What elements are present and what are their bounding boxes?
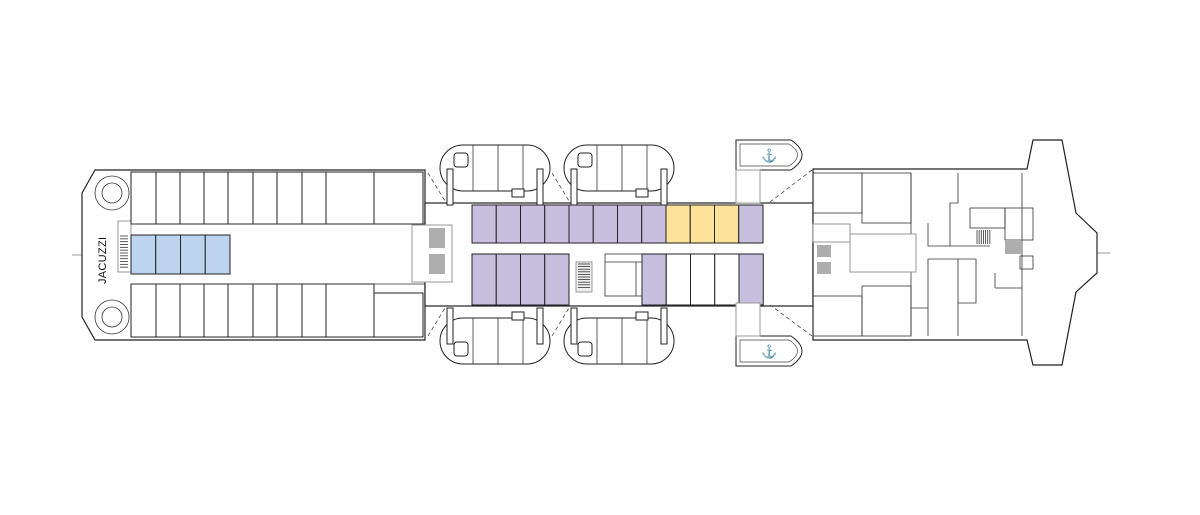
cabin-blue[interactable] [130, 234, 157, 275]
cabin[interactable] [227, 283, 254, 338]
jacuzzi-label: JACUZZI [97, 237, 109, 284]
cabin-yellow[interactable] [665, 204, 691, 244]
anchor-icon: ⚓ [761, 344, 777, 359]
cabin[interactable] [203, 171, 229, 225]
cabin-purple[interactable] [495, 204, 521, 244]
tender-boat: ⚓ [735, 139, 813, 204]
tenders: ⚓⚓ [735, 139, 813, 367]
cabin-purple[interactable] [568, 204, 594, 244]
cabin[interactable] [325, 283, 375, 338]
mid-bottom-right-cabins [641, 253, 764, 306]
cabin[interactable] [203, 283, 229, 338]
cabin-blue[interactable] [155, 234, 181, 275]
cabin-purple[interactable] [641, 253, 667, 306]
cabin[interactable] [301, 283, 327, 338]
stern-top-cabins [130, 171, 424, 225]
anchor-icon: ⚓ [761, 148, 777, 163]
service-room [604, 253, 643, 297]
bow-stairs-steps [817, 230, 1021, 274]
bow-lobby [812, 223, 917, 273]
cabin-purple[interactable] [520, 204, 546, 244]
cabin-purple[interactable] [617, 204, 643, 244]
mid-stairs-steps [429, 228, 445, 274]
cabin[interactable] [373, 171, 424, 225]
cabin-purple[interactable] [544, 204, 570, 244]
cabin-purple[interactable] [495, 253, 521, 306]
stern-center-cabins [130, 234, 231, 275]
lifeboat [427, 307, 551, 365]
stern-stairs-steps [120, 235, 128, 268]
cabin-purple[interactable] [471, 253, 497, 306]
jacuzzi-bottom [94, 299, 130, 335]
mid-stairwell-steps [578, 263, 590, 288]
bow-hull [812, 139, 1098, 366]
cabin-blue[interactable] [180, 234, 206, 275]
cabin-yellow[interactable] [689, 204, 715, 244]
cabin-purple[interactable] [544, 253, 570, 306]
cabin-purple[interactable] [471, 204, 497, 244]
cabin[interactable] [130, 171, 157, 225]
cabin[interactable] [325, 171, 375, 225]
cabin-purple[interactable] [592, 204, 618, 244]
cabin[interactable] [179, 171, 205, 225]
cabin-purple[interactable] [738, 253, 764, 306]
cabin[interactable] [252, 283, 278, 338]
lifeboats [427, 144, 675, 365]
tender-boat: ⚓ [735, 302, 813, 367]
cabin[interactable] [130, 283, 157, 338]
cabin[interactable] [227, 171, 254, 225]
cabin[interactable] [276, 171, 303, 225]
mid-bottom-left-cabins [471, 253, 570, 306]
cabin[interactable] [373, 292, 424, 338]
lifeboat [427, 144, 551, 206]
cabin-yellow[interactable] [714, 204, 740, 244]
lifeboat [551, 144, 675, 206]
cabin-purple[interactable] [641, 204, 667, 244]
cabin-plain[interactable] [665, 253, 691, 306]
bow-rooms [812, 172, 1034, 337]
lifeboat [551, 307, 675, 365]
cabin-plain[interactable] [690, 253, 716, 306]
jacuzzi-top [94, 175, 130, 211]
cabin[interactable] [155, 283, 181, 338]
mid-top-cabins [471, 204, 764, 244]
cabin[interactable] [252, 171, 278, 225]
stern-bottom-cabins [130, 283, 424, 338]
cabin[interactable] [155, 171, 181, 225]
cabin-purple[interactable] [738, 204, 764, 244]
cabin[interactable] [179, 283, 205, 338]
cabin-blue[interactable] [204, 234, 231, 275]
cabin-plain[interactable] [714, 253, 740, 306]
cabin[interactable] [301, 171, 327, 225]
cabin-purple[interactable] [520, 253, 546, 306]
cabin[interactable] [276, 283, 303, 338]
